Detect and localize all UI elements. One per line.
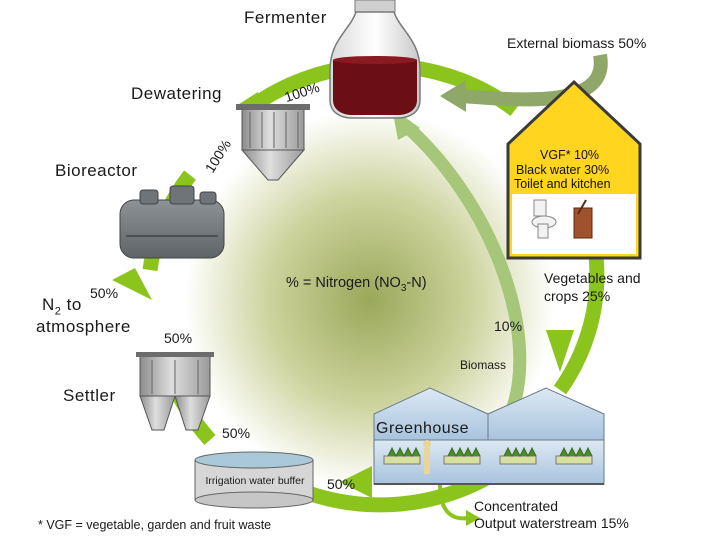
concentrated-label-line2: Output waterstream 15% [474,515,629,531]
house-vgf: VGF* 10% [540,148,600,162]
arrow-head-right [546,330,574,372]
arrow-head-n2 [112,268,152,300]
n2-label-line2: atmosphere [36,317,131,336]
n2-label-line1: N2 to [42,295,82,318]
pct-50-settler-top: 50% [164,330,193,346]
pct-50-settler-bottom: 50% [222,425,251,441]
dewatering-unit [236,104,310,181]
house-toilet-kitchen: Toilet and kitchen [514,177,611,191]
center-legend: % = Nitrogen (NO3-N) [286,275,427,294]
footnote: * VGF = vegetable, garden and fruit wast… [38,518,272,532]
external-biomass-arrow-head [440,80,466,112]
greenhouse-label: Greenhouse [376,420,470,437]
household-house [506,79,642,260]
settler-unit [136,352,214,431]
concentrated-label-line1: Concentrated [474,498,559,514]
center-glow [185,110,555,490]
pct-50-n2: 50% [90,285,119,301]
pct-10: 10% [494,318,523,334]
external-biomass-label: External biomass 50% [507,35,647,51]
dewatering-label: Dewatering [131,84,222,103]
settler-label: Settler [63,386,116,405]
pct-50-bottom: 50% [327,476,356,492]
output-water-arrow-head [466,510,480,526]
biomass-label: Biomass [460,358,507,372]
fermenter-jar [329,0,421,119]
biomass-arrow [400,120,527,413]
house-black-water: Black water 30% [516,162,610,177]
irrigation-buffer-label: Irrigation water buffer [205,475,305,487]
vegetables-label-line2: crops 25% [544,288,611,304]
greenhouse [373,387,605,485]
vegetables-label-line1: Vegetables and [544,270,641,286]
output-water-arrow [438,484,469,521]
fermenter-label: Fermenter [244,8,327,27]
arrow-head-bottom [340,466,372,498]
bioreactor-tank [119,185,225,259]
house-text: VGF* 10% Black water 30% Toilet and kitc… [512,148,638,192]
irrigation-buffer-tank [194,451,314,509]
bioreactor-label: Bioreactor [55,161,138,180]
